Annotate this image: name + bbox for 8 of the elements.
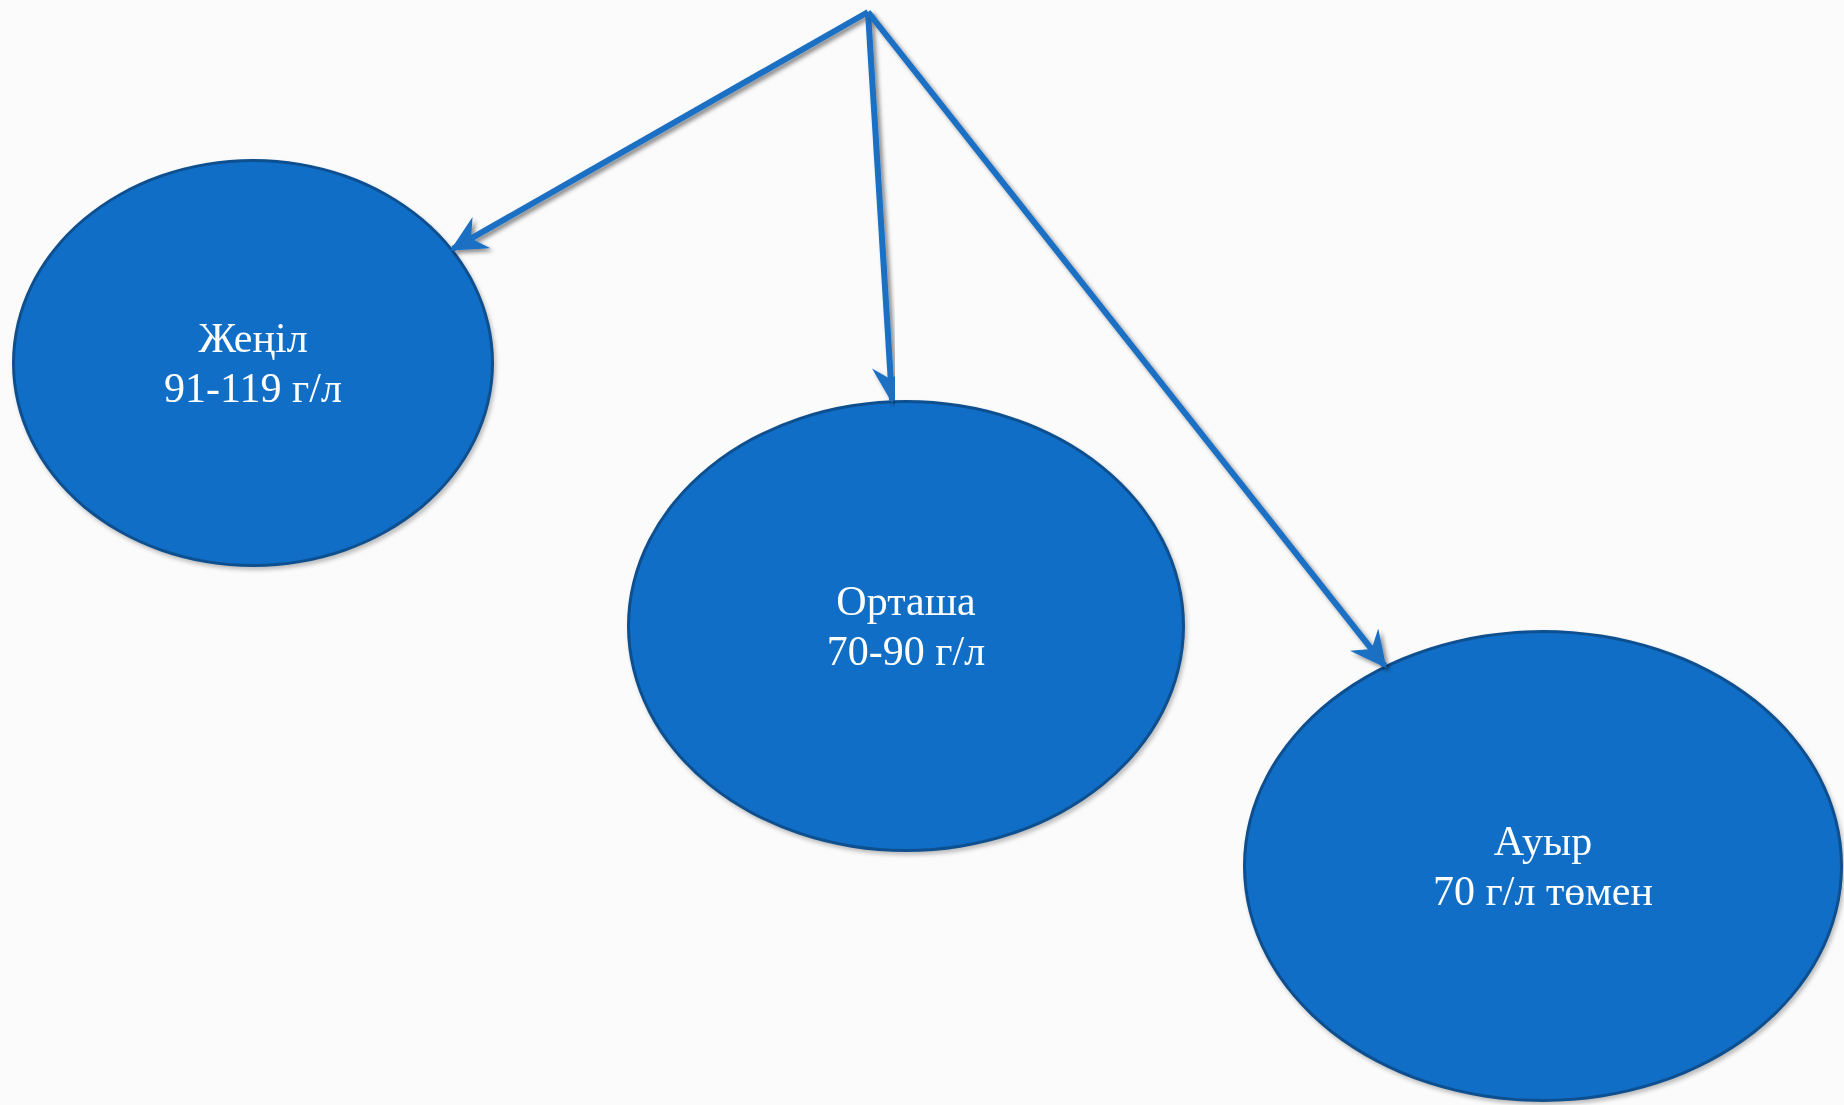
- node-title: Жеңіл: [198, 313, 308, 363]
- arrow: [865, 10, 1387, 668]
- node-value: 70-90 г/л: [826, 627, 986, 676]
- node-value: 70 г/л төмен: [1433, 867, 1653, 916]
- node-value: 91-119 г/л: [164, 364, 342, 413]
- node-title: Орташа: [836, 576, 976, 626]
- arrow: [450, 9, 870, 252]
- node-title: Ауыр: [1493, 816, 1593, 866]
